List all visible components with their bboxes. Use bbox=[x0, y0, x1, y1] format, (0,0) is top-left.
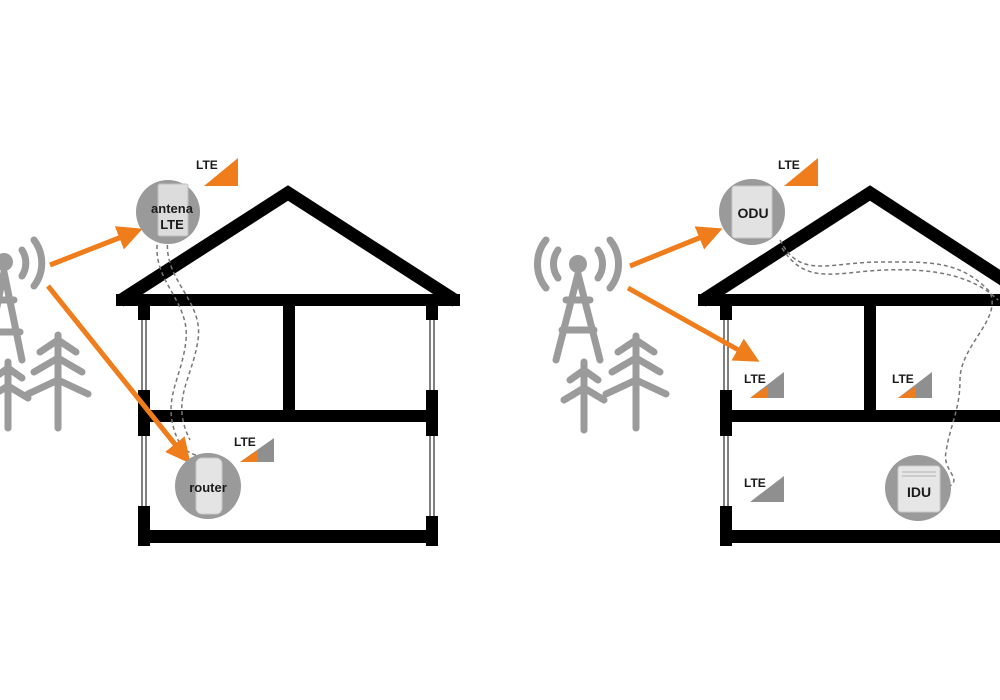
left-scene: antena LTE LTE router LTE bbox=[0, 158, 460, 546]
antenna-label-line1: antena bbox=[151, 201, 194, 216]
lte-badge-label: LTE bbox=[744, 476, 766, 490]
right-house bbox=[698, 185, 1000, 546]
lte-signal-icon: LTE bbox=[744, 476, 784, 502]
lte-signal-icon: LTE bbox=[234, 435, 274, 462]
lte-badge-label: LTE bbox=[778, 158, 800, 172]
tree-icon bbox=[24, 331, 92, 432]
outdoor-antenna-icon: ODU bbox=[719, 179, 785, 245]
signal-arrow bbox=[629, 226, 723, 269]
lte-signal-icon: LTE bbox=[744, 372, 784, 398]
left-house bbox=[116, 185, 460, 546]
lte-badge-label: LTE bbox=[892, 372, 914, 386]
lte-signal-icon: LTE bbox=[196, 158, 238, 186]
lte-badge-label: LTE bbox=[196, 158, 218, 172]
lte-signal-icon: LTE bbox=[892, 372, 932, 398]
signal-tower-icon bbox=[534, 236, 622, 364]
signal-arrow bbox=[46, 284, 191, 464]
lte-badge-label: LTE bbox=[744, 372, 766, 386]
tree-icon bbox=[560, 358, 608, 434]
lte-signal-icon: LTE bbox=[778, 158, 818, 186]
tree-icon bbox=[0, 358, 32, 432]
router-label: router bbox=[189, 480, 227, 495]
outdoor-antenna-icon: antena LTE bbox=[136, 180, 200, 244]
idu-icon: IDU bbox=[885, 455, 951, 521]
right-scene: ODU LTE LTE LTE LTE IDU bbox=[534, 158, 1000, 546]
signal-arrow bbox=[49, 226, 143, 268]
odu-label: ODU bbox=[737, 205, 768, 221]
signal-tower-icon bbox=[0, 236, 46, 364]
cable-line bbox=[779, 239, 993, 487]
cable-line bbox=[156, 237, 209, 467]
lte-badge-label: LTE bbox=[234, 435, 256, 449]
cable-line bbox=[166, 237, 200, 441]
router-icon: router bbox=[175, 453, 241, 519]
antenna-label-line2: LTE bbox=[160, 217, 184, 232]
tree-icon bbox=[602, 332, 670, 432]
signal-arrow bbox=[626, 285, 760, 362]
idu-label: IDU bbox=[907, 484, 931, 500]
